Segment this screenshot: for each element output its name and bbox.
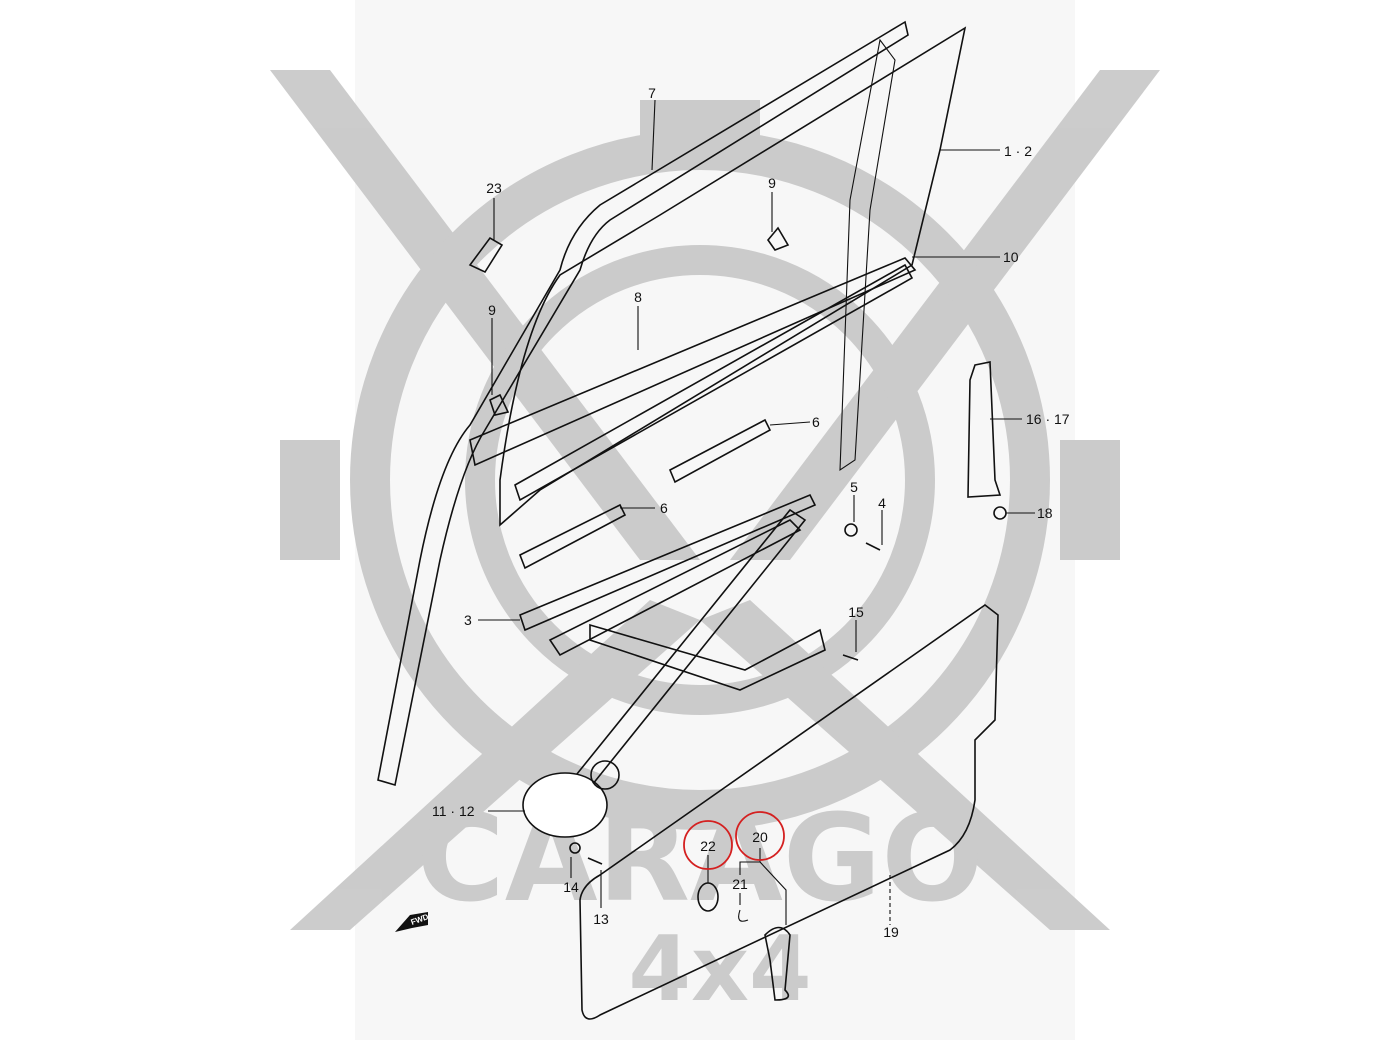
- part-9-lower: [489, 393, 510, 416]
- door-glass: [499, 26, 967, 527]
- part-9-upper: [766, 226, 790, 251]
- regulator-rail: [519, 493, 817, 632]
- callout-15: 15: [848, 604, 864, 620]
- callout-9-lower: 9: [488, 302, 496, 318]
- callout-16-17: 16 · 17: [1026, 411, 1070, 427]
- callout-19: 19: [883, 924, 899, 940]
- watermark-sub: 4x4: [628, 917, 811, 1022]
- callout-10: 10: [1003, 249, 1019, 265]
- callout-20: 20: [752, 829, 768, 845]
- callout-9-upper: 9: [768, 175, 776, 191]
- callout-5: 5: [850, 479, 858, 495]
- callout-21: 21: [732, 876, 748, 892]
- fwd-arrow: FWD: [395, 912, 430, 932]
- callout-6-lower: 6: [660, 500, 668, 516]
- callout-14: 14: [563, 879, 579, 895]
- outer-weatherstrip: [469, 257, 917, 467]
- callout-6-upper: 6: [812, 414, 820, 430]
- callout-23: 23: [486, 180, 502, 196]
- highlight-circle-20: [735, 811, 785, 861]
- part-23: [468, 236, 504, 274]
- callout-13: 13: [593, 911, 609, 927]
- rear-run-channel: [839, 38, 896, 472]
- regulator-arm-b: [589, 623, 826, 691]
- regulator-gear: [522, 772, 608, 838]
- callout-4: 4: [878, 495, 886, 511]
- screw-14: [569, 842, 581, 854]
- bolt-4: [865, 542, 881, 551]
- callout-7: 7: [648, 85, 656, 101]
- bolt-13: [587, 857, 603, 865]
- bolt-15: [842, 654, 859, 661]
- regulator-pivot: [590, 760, 620, 790]
- clip-21: [738, 909, 749, 922]
- callout-3: 3: [464, 612, 472, 628]
- rear-sash-channel: [967, 361, 1002, 498]
- leader-lines: [478, 99, 1035, 925]
- regulator-arm-a: [548, 519, 802, 657]
- highlight-circle-22: [683, 820, 733, 870]
- nut-5: [844, 523, 858, 537]
- inner-weatherstrip: [514, 263, 914, 502]
- window-crank-handle-20: [764, 926, 791, 1001]
- door-trim-panel: [579, 604, 999, 1020]
- glass-channel-upper: [668, 418, 772, 484]
- callout-1-2: 1 · 2: [1004, 143, 1032, 159]
- callout-8: 8: [634, 289, 642, 305]
- door-sash-frame: [377, 20, 909, 787]
- watermark-logo: CARAGO 4x4: [270, 70, 1160, 1022]
- callout-18: 18: [1037, 505, 1053, 521]
- glass-channel-lower: [518, 503, 627, 570]
- callout-22: 22: [700, 838, 716, 854]
- callout-11-12: 11 · 12: [432, 803, 475, 819]
